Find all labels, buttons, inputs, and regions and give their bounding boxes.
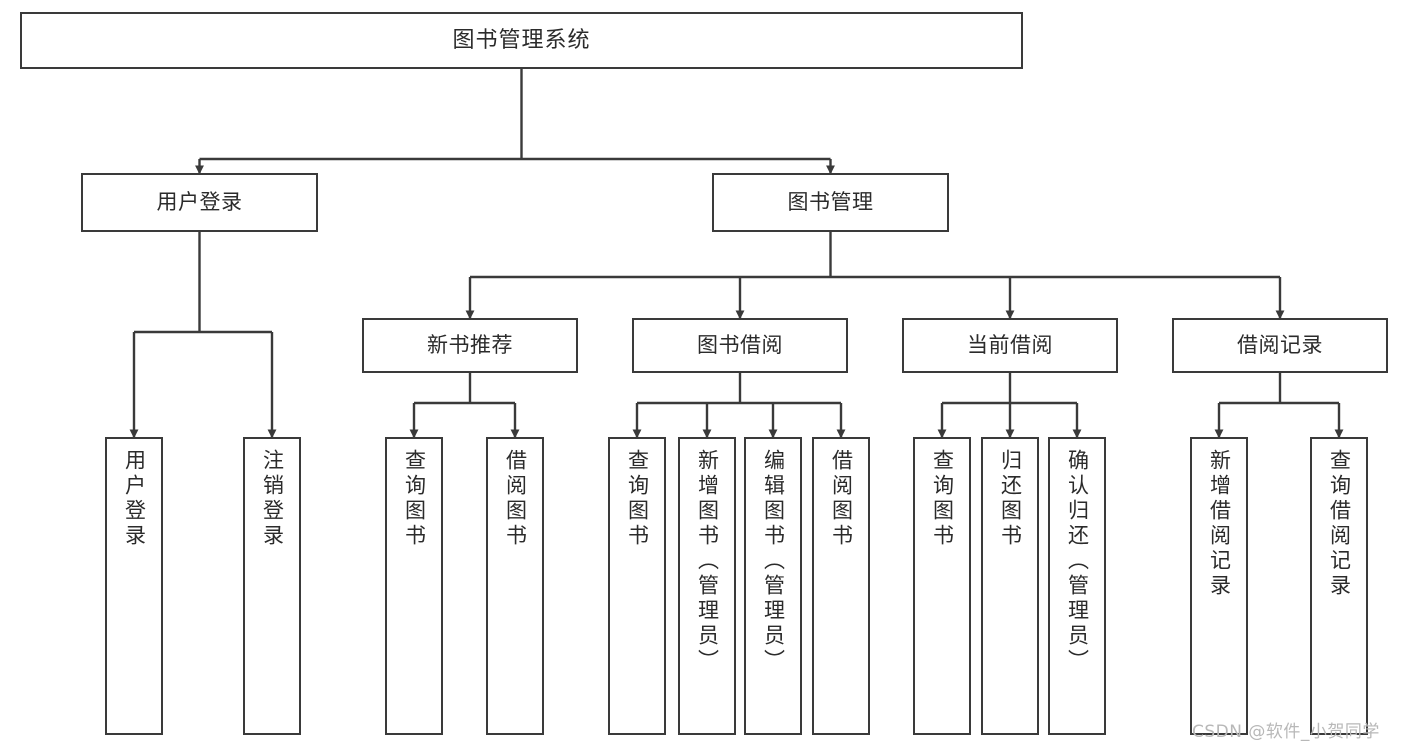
- node-label-leaf-borrow-book-1: 借阅图书: [503, 449, 528, 549]
- node-label-leaf-add-record: 新增借阅记录: [1207, 449, 1232, 599]
- node-label-book-manage: 图书管理: [787, 190, 874, 215]
- node-label-leaf-confirm-return: 确认归还（管理员）: [1065, 449, 1090, 674]
- node-label-root: 图书管理系统: [452, 27, 591, 53]
- node-label-borrow-record: 借阅记录: [1237, 333, 1323, 358]
- node-leaf-return-book[interactable]: 归还图书: [981, 437, 1039, 735]
- node-leaf-confirm-return[interactable]: 确认归还（管理员）: [1048, 437, 1106, 735]
- node-book-borrow[interactable]: 图书借阅: [632, 318, 848, 373]
- node-user-login[interactable]: 用户登录: [81, 173, 318, 232]
- node-label-leaf-user-login: 用户登录: [122, 449, 147, 549]
- node-leaf-borrow-book-1[interactable]: 借阅图书: [486, 437, 544, 735]
- node-label-leaf-query-book-3: 查询图书: [930, 449, 955, 549]
- node-leaf-add-book[interactable]: 新增图书（管理员）: [678, 437, 736, 735]
- node-leaf-query-book-1[interactable]: 查询图书: [385, 437, 443, 735]
- node-label-leaf-add-book: 新增图书（管理员）: [695, 449, 720, 674]
- node-leaf-query-record[interactable]: 查询借阅记录: [1310, 437, 1368, 735]
- edge-group: [129, 69, 1344, 439]
- node-label-current-borrow: 当前借阅: [967, 333, 1053, 358]
- node-label-leaf-edit-book: 编辑图书（管理员）: [761, 449, 786, 674]
- node-borrow-record[interactable]: 借阅记录: [1172, 318, 1388, 373]
- node-label-user-login: 用户登录: [156, 190, 243, 215]
- watermark-text: CSDN @软件_小贺同学: [1192, 722, 1380, 742]
- node-leaf-borrow-book-2[interactable]: 借阅图书: [812, 437, 870, 735]
- node-leaf-edit-book[interactable]: 编辑图书（管理员）: [744, 437, 802, 735]
- node-label-leaf-query-book-1: 查询图书: [402, 449, 427, 549]
- node-root[interactable]: 图书管理系统: [20, 12, 1023, 69]
- node-label-book-borrow: 图书借阅: [697, 333, 783, 358]
- node-label-leaf-query-book-2: 查询图书: [625, 449, 650, 549]
- node-new-book-recommend[interactable]: 新书推荐: [362, 318, 578, 373]
- node-leaf-logout[interactable]: 注销登录: [243, 437, 301, 735]
- node-label-leaf-borrow-book-2: 借阅图书: [829, 449, 854, 549]
- node-label-leaf-return-book: 归还图书: [998, 449, 1023, 549]
- node-leaf-user-login[interactable]: 用户登录: [105, 437, 163, 735]
- node-leaf-query-book-3[interactable]: 查询图书: [913, 437, 971, 735]
- node-current-borrow[interactable]: 当前借阅: [902, 318, 1118, 373]
- node-label-new-book-recommend: 新书推荐: [427, 333, 513, 358]
- node-leaf-query-book-2[interactable]: 查询图书: [608, 437, 666, 735]
- node-label-leaf-query-record: 查询借阅记录: [1327, 449, 1352, 599]
- node-label-leaf-logout: 注销登录: [260, 449, 285, 549]
- node-book-manage[interactable]: 图书管理: [712, 173, 949, 232]
- node-leaf-add-record[interactable]: 新增借阅记录: [1190, 437, 1248, 735]
